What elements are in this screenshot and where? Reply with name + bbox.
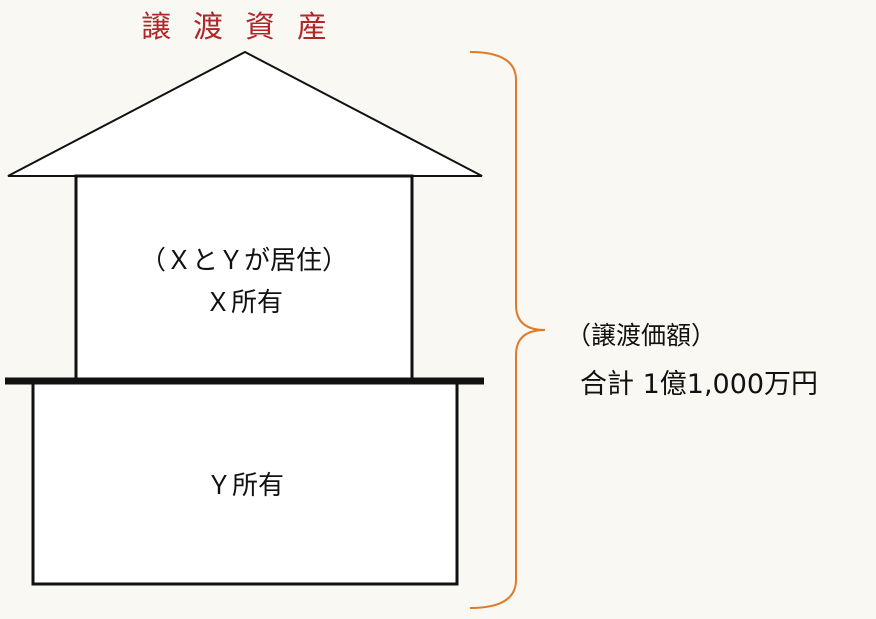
price-label: （譲渡価額）: [566, 321, 717, 350]
diagram-title: 譲渡資産: [141, 10, 349, 45]
upper-unit-label: （ＸとＹが居住） Ｘ所有: [76, 240, 412, 324]
curly-brace: [469, 51, 546, 609]
lower-unit-box: [31, 381, 459, 586]
lower-owner-text: Ｙ所有: [205, 471, 284, 501]
upper-owner-text: Ｘ所有: [204, 288, 283, 318]
roof: [7, 50, 483, 177]
upper-unit-box: [74, 174, 414, 382]
price-value: 合計 1億1,000万円: [580, 369, 819, 400]
residents-text: （ＸとＹが居住）: [139, 246, 348, 276]
